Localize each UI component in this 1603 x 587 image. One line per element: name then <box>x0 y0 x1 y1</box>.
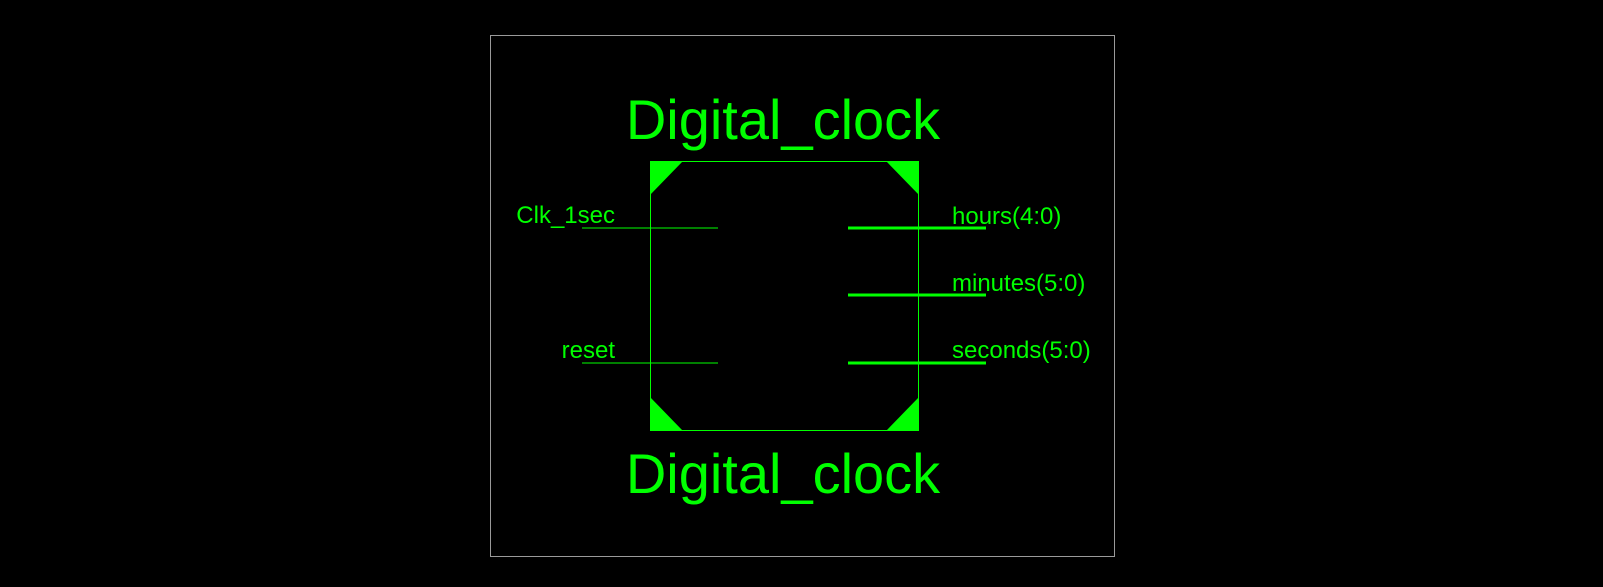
input-pin-label: Clk_1sec <box>516 202 615 229</box>
input-pin-label: reset <box>562 337 616 364</box>
output-pin-label: seconds(5:0) <box>952 337 1091 364</box>
symbol-title-top: Digital_clock <box>626 88 941 151</box>
output-pin-label: minutes(5:0) <box>952 270 1085 297</box>
symbol-frame <box>490 35 1115 557</box>
corner-marker-bottom-left <box>650 397 683 431</box>
symbol-title-bottom: Digital_clock <box>626 442 941 505</box>
input-pin[interactable]: Clk_1sec <box>516 202 718 229</box>
corner-marker-top-left <box>650 161 683 195</box>
input-pin[interactable]: reset <box>562 337 718 364</box>
output-pin[interactable]: hours(4:0) <box>848 203 1061 230</box>
corner-marker-bottom-right <box>886 397 919 431</box>
corner-marker-top-right <box>886 161 919 195</box>
output-pin-label: hours(4:0) <box>952 203 1061 230</box>
output-pin[interactable]: minutes(5:0) <box>848 270 1085 297</box>
output-pin[interactable]: seconds(5:0) <box>848 337 1091 365</box>
